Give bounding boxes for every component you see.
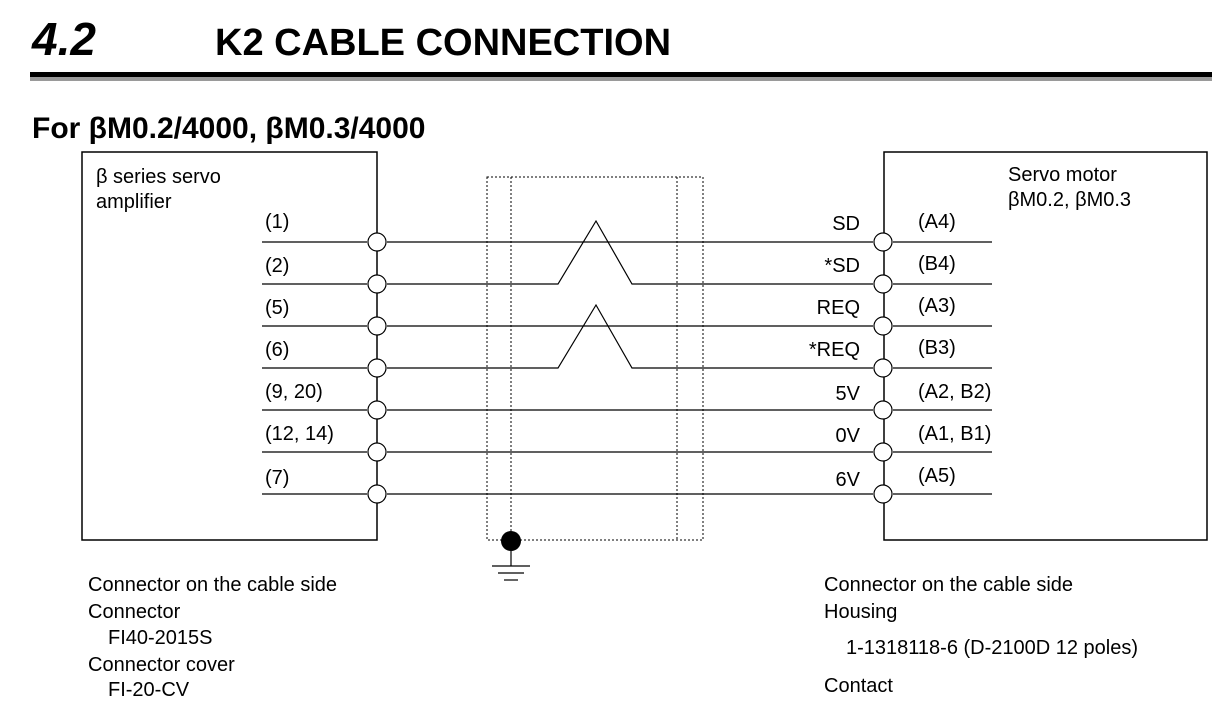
right-note-line4: Contact [824,675,893,697]
left-pin-label: (5) [265,297,290,319]
amplifier-box [81,151,378,541]
cable-shield-outer [486,176,704,541]
left-pin-label: (12, 14) [265,423,334,445]
right-pin-label: (A5) [918,465,956,487]
left-pin-label: (6) [265,339,290,361]
right-note-line3: 1-1318118-6 (D-2100D 12 poles) [846,637,1139,659]
left-note-line1: Connector on the cable side [88,574,338,596]
left-note-line2: Connector [88,601,181,623]
left-note-line3: FI40-2015S [108,627,213,649]
right-pin-label: (A3) [918,295,956,317]
section-number: 4.2 [32,13,96,65]
heading-rule [30,72,1212,77]
signal-name: SD [832,213,860,235]
right-pin-label: (B4) [918,253,956,275]
signal-name: *SD [824,255,860,277]
motor-box [883,151,1208,541]
signal-name: REQ [816,297,860,319]
left-pin-label: (1) [265,211,290,233]
signal-name: *REQ [808,339,860,361]
amplifier-label-line2: amplifier [96,191,172,213]
section-title: K2 CABLE CONNECTION [215,22,672,64]
signal-name: 5V [835,383,860,405]
right-note-line2: Housing [824,601,898,623]
signal-name: 0V [835,425,860,447]
amplifier-label-line1: β series servo [96,166,221,188]
right-pin-label: (A2, B2) [918,381,992,403]
right-pin-label: (A1, B1) [918,423,992,445]
motor-label-line2: βM0.2, βM0.3 [1008,189,1132,211]
motor-label-line1: Servo motor [1008,164,1117,186]
signal-lines [262,219,992,495]
right-pin-label: (A4) [918,211,956,233]
left-pin-label: (9, 20) [265,381,323,403]
left-pin-label: (2) [265,255,290,277]
diagram-subtitle: For βM0.2/4000, βM0.3/4000 [32,112,426,145]
motor-connector-pins [873,232,893,504]
amplifier-connector-pins [367,232,387,504]
left-note-line4: Connector cover [88,654,235,676]
signal-name: 6V [835,469,860,491]
left-note-line5: FI-20-CV [108,679,190,701]
ground-icon [492,531,530,581]
left-pin-label: (7) [265,467,290,489]
right-note-line1: Connector on the cable side [824,574,1074,596]
heading-rule-shadow [30,77,1212,81]
right-pin-label: (B3) [918,337,956,359]
